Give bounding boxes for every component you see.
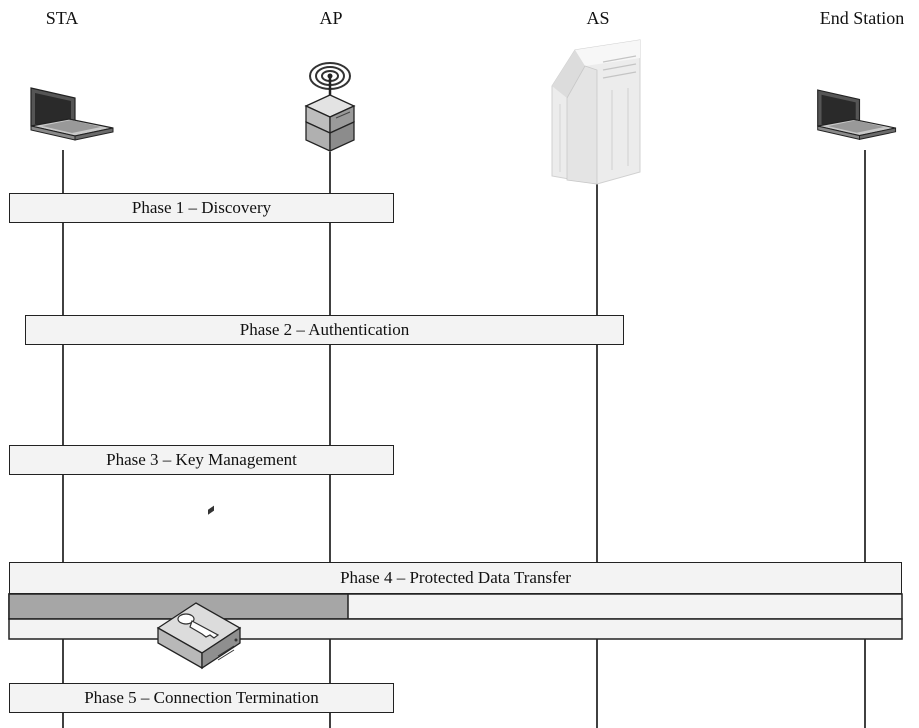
- as-label: AS: [586, 8, 610, 28]
- laptop-icon: [30, 87, 114, 141]
- server-icon: [551, 39, 641, 185]
- phase-3-bar: Phase 3 – Key Management: [9, 445, 394, 475]
- phase-1-label: Phase 1 – Discovery: [131, 198, 272, 217]
- end-station-label: End Station: [819, 8, 905, 28]
- laptop-icon: [817, 89, 897, 140]
- phase-1-bar: Phase 1 – Discovery: [9, 193, 394, 223]
- sta-label: STA: [45, 8, 79, 28]
- phase-5-label: Phase 5 – Connection Termination: [84, 688, 319, 707]
- phase-4-bar: Phase 4 – Protected Data Transfer: [9, 562, 902, 594]
- phase-4-label: Phase 4 – Protected Data Transfer: [340, 568, 571, 587]
- phase-2-label: Phase 2 – Authentication: [239, 320, 410, 339]
- phase-2-bar: Phase 2 – Authentication: [25, 315, 624, 345]
- phase-5-bar: Phase 5 – Connection Termination: [9, 683, 394, 713]
- access-point-icon: [304, 62, 356, 153]
- encryption-key-device-icon: [156, 505, 242, 670]
- ap-label: AP: [319, 8, 343, 28]
- unprotected-transfer-track: [8, 618, 903, 640]
- phase-3-label: Phase 3 – Key Management: [106, 450, 297, 469]
